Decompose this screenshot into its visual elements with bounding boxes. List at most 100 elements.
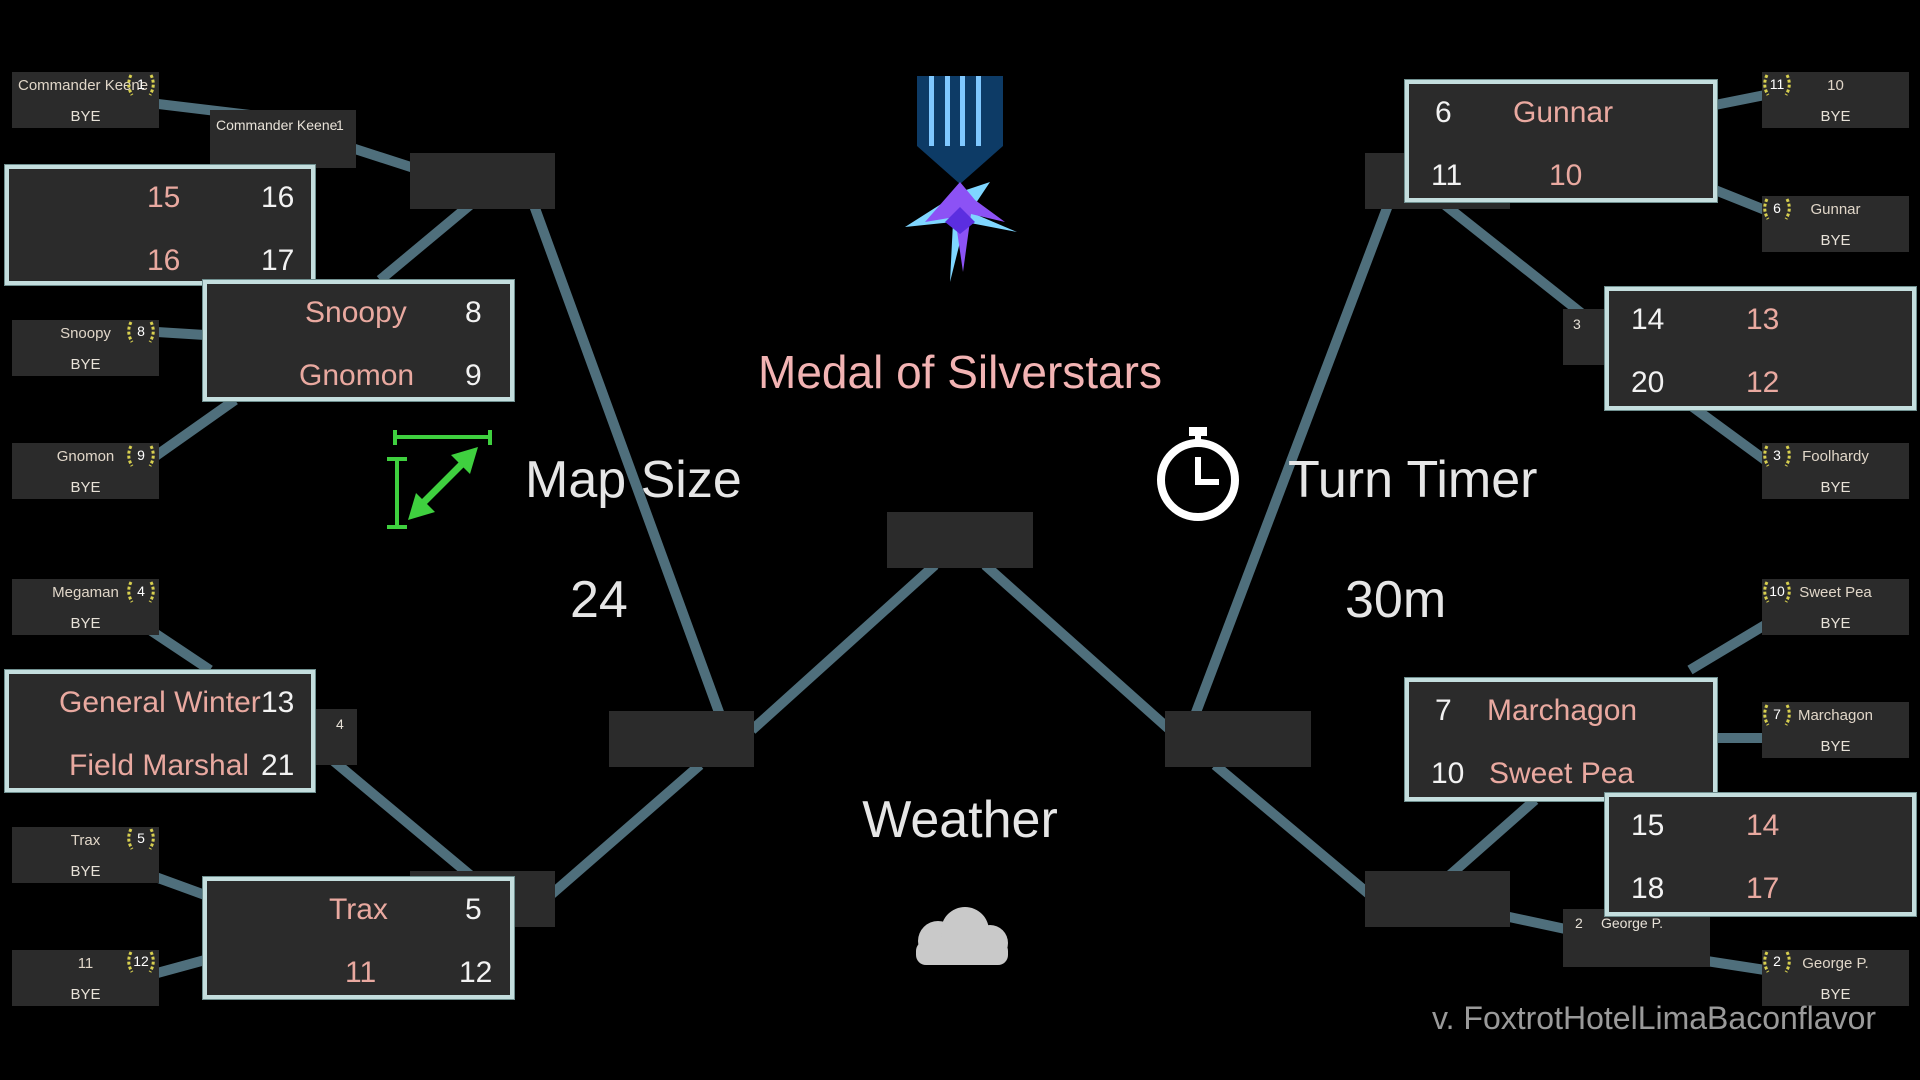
seed-10[interactable]: 10 BYE [1762, 72, 1909, 128]
seed-name: Megaman [52, 584, 119, 601]
match-player: 13 [1746, 303, 1780, 336]
bye-label: BYE [1820, 738, 1851, 755]
match-player: Gnomon [299, 359, 415, 392]
seed-name: Foolhardy [1802, 448, 1869, 465]
match-score: 12 [459, 956, 493, 989]
seed-foolhardy[interactable]: Foolhardy BYE [1762, 443, 1909, 499]
match-player: Gunnar [1513, 96, 1614, 129]
seed-badge-laurel-icon: 8 [124, 318, 158, 346]
slot-left-4-label: 4 [336, 716, 344, 732]
match-score: 11 [1431, 159, 1463, 192]
match-card-h[interactable]: 15 14 18 17 [1605, 793, 1916, 916]
match-card-d[interactable]: Trax 5 11 12 [203, 877, 514, 999]
seed-commander-keene[interactable]: Commander Keene BYE [12, 72, 159, 128]
match-card-g[interactable]: 7 Marchagon 10 Sweet Pea [1405, 678, 1717, 801]
seed-badge-laurel-icon: 6 [1760, 195, 1794, 223]
map-size-icon [387, 430, 492, 529]
seed-number: 3 [1773, 447, 1781, 463]
seed-number: 12 [133, 953, 149, 969]
seed-gunnar[interactable]: Gunnar BYE [1762, 196, 1909, 252]
seed-marchagon[interactable]: Marchagon BYE [1762, 702, 1909, 758]
slot-keene-seed: 1 [336, 117, 344, 133]
turn-timer-value: 30m [1345, 571, 1447, 629]
seed-megaman[interactable]: Megaman BYE [12, 579, 159, 635]
seed-11[interactable]: 11 BYE [12, 950, 159, 1006]
match-player: Snoopy [305, 296, 407, 329]
stopwatch-icon [1157, 427, 1239, 521]
match-player: 10 [1549, 159, 1583, 192]
slot-george-name: George P. [1601, 915, 1664, 931]
seed-number: 6 [1773, 200, 1781, 216]
match-score: 10 [1431, 757, 1465, 790]
seed-trax[interactable]: Trax BYE [12, 827, 159, 883]
weather-label: Weather [862, 791, 1058, 849]
match-card-f[interactable]: 14 13 20 12 [1605, 287, 1916, 410]
match-score: 6 [1435, 96, 1452, 129]
match-player: 11 [345, 956, 377, 989]
seed-name: 11 [77, 955, 94, 972]
bye-label: BYE [70, 615, 101, 632]
seed-name: Marchagon [1797, 707, 1874, 724]
seed-gnomon[interactable]: Gnomon BYE [12, 443, 159, 499]
medal-icon [905, 76, 1017, 282]
match-score: 20 [1631, 366, 1665, 399]
seed-badge-laurel-icon: 3 [1760, 442, 1794, 470]
seed-badge-laurel-icon: 9 [124, 442, 158, 470]
match-score: 18 [1631, 872, 1665, 905]
map-size-label: Map Size [525, 451, 742, 509]
match-player: 16 [147, 244, 181, 277]
seed-george-p[interactable]: George P. BYE [1762, 950, 1909, 1006]
match-score: 16 [261, 181, 295, 214]
seed-number: 5 [137, 830, 145, 846]
slot-george: 2 George P. [1563, 909, 1710, 967]
match-player: Sweet Pea [1489, 757, 1635, 790]
bye-label: BYE [1820, 108, 1851, 125]
match-card-b[interactable]: Snoopy 8 Gnomon 9 [203, 280, 514, 401]
seed-name: Sweet Pea [1799, 584, 1872, 601]
seed-name: Commander Keene [18, 77, 149, 94]
seed-number: 10 [1769, 583, 1785, 599]
match-player: 17 [1746, 872, 1780, 905]
seed-number: 4 [137, 583, 145, 599]
seed-number: 2 [1773, 953, 1781, 969]
seed-badge-laurel-icon: 7 [1760, 701, 1794, 729]
seed-number: 11 [1769, 76, 1785, 92]
tournament-title: Medal of Silverstars [758, 346, 1162, 398]
bye-label: BYE [70, 479, 101, 496]
bye-label: BYE [70, 986, 101, 1003]
match-score: 15 [1631, 809, 1665, 842]
seed-name: 10 [1827, 77, 1844, 94]
bye-label: BYE [1820, 615, 1851, 632]
seed-badge-laurel-icon: 2 [1760, 948, 1794, 976]
seed-name: Trax [70, 832, 101, 849]
match-player: Field Marshal [69, 749, 250, 782]
seed-badge-laurel-icon: 1 [124, 71, 158, 99]
slot-right-3: 3 [1563, 309, 1613, 365]
seed-number: 7 [1773, 706, 1781, 722]
match-player: General Winter [59, 686, 261, 719]
match-score: 7 [1435, 694, 1452, 727]
slot-final [887, 512, 1033, 568]
match-card-a[interactable]: 15 16 16 17 [5, 165, 315, 285]
cloud-icon [916, 907, 1008, 965]
seed-number: 8 [137, 323, 145, 339]
seed-badge-laurel-icon: 10 [1760, 578, 1794, 606]
bye-label: BYE [1820, 232, 1851, 249]
match-player: Marchagon [1487, 694, 1638, 727]
match-score: 21 [261, 749, 295, 782]
slot-left-4: 4 [312, 709, 357, 765]
match-card-c[interactable]: General Winter 13 Field Marshal 21 [5, 670, 315, 792]
slot-left-r2-top [410, 153, 555, 209]
bye-label: BYE [1820, 479, 1851, 496]
match-score: 17 [261, 244, 295, 277]
match-card-e[interactable]: 6 Gunnar 11 10 [1405, 80, 1717, 202]
match-player: Trax [329, 893, 388, 926]
seed-sweet-pea[interactable]: Sweet Pea BYE [1762, 579, 1909, 635]
slot-right-r3 [1165, 711, 1311, 767]
seed-badge-laurel-icon: 11 [1760, 71, 1794, 99]
slot-george-seed: 2 [1575, 915, 1583, 931]
seed-name: Gunnar [1810, 201, 1861, 218]
seed-badge-laurel-icon: 4 [124, 578, 158, 606]
seed-snoopy[interactable]: Snoopy BYE [12, 320, 159, 376]
